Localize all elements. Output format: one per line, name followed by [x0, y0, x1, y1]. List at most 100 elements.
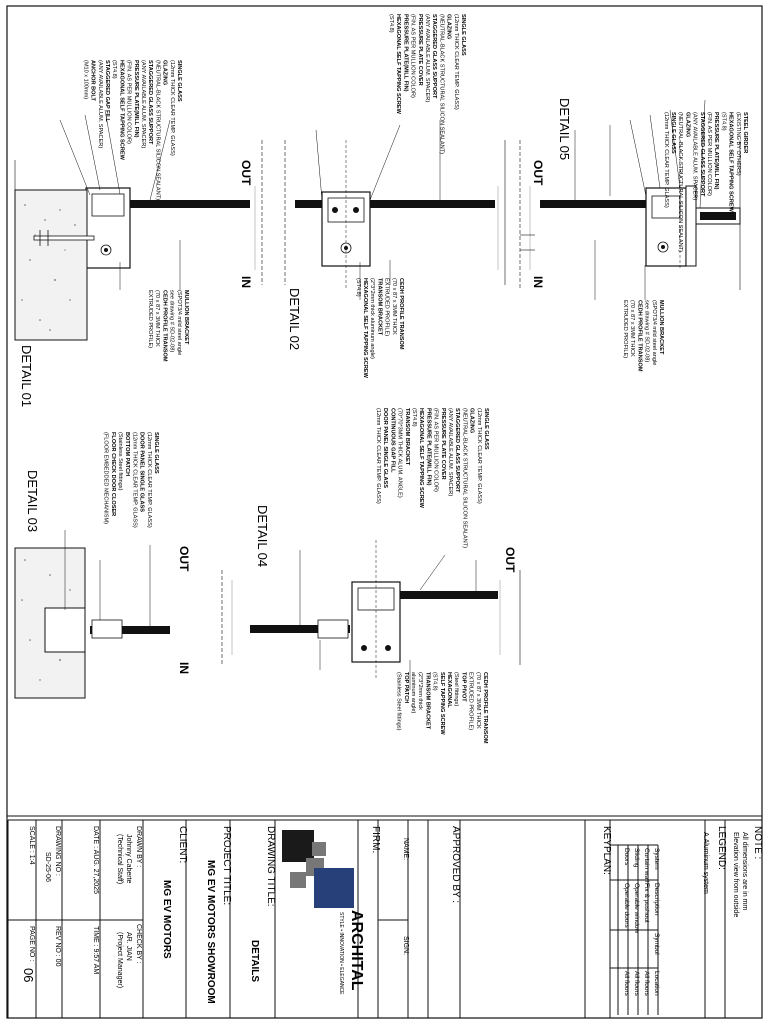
firm-tagline: STYLE • INNOVATION • ELEGANCE [338, 912, 344, 995]
rev-no: REV NO : 00 [54, 926, 61, 967]
detail-01-callouts-left: SINGLE GLASS(12mm THICK CLEAR TEMP. GLAS… [82, 60, 182, 200]
detail-01-callouts-right: MULLION BRACKET(SPOT3/4 mild steel angle… [147, 290, 189, 362]
callout-line: MULLION BRACKET [183, 290, 189, 345]
check-by: AR. JIAN [125, 932, 132, 961]
callout-line: (ST4.8) [355, 278, 361, 297]
keyplan-label: KEYPLAN: [601, 826, 612, 875]
callout-line: (2*3*2mm thick [417, 672, 423, 710]
callout-line: STEEL GIRDER [742, 112, 748, 153]
detail-04-callouts-right: CEDH PROFILE TRANSOM(70 x 87 x 3MM THICK… [396, 672, 488, 744]
callout-line: (EXISTING BY OTHERS) [735, 112, 741, 176]
callout-line: CONTINUOUS GAP FILL [389, 408, 395, 473]
callout-line: (ANY AVAILABLE ALUM. SPACER) [447, 408, 453, 496]
detail-04 [221, 540, 521, 690]
date-value: DATE : AUG. 27,2025 [92, 826, 99, 894]
in-label-04: IN [177, 662, 191, 674]
detail-05-label: DETAIL 05 [557, 98, 572, 160]
callout-line: (2*3*2mm thick aluminum angle) [369, 278, 375, 359]
callout-line: BOTTOM PATCH [124, 432, 130, 476]
callout-line: SINGLE GLASS [176, 60, 182, 102]
callout-line: (70 x 87 x 3MM THICK [154, 290, 160, 347]
legend-cell: Operable doors [623, 883, 630, 929]
time-value: TIME : 9:57 AM [92, 926, 99, 974]
callout-line: (ANY AVAILABLE ALUM. SPACER) [140, 60, 146, 148]
drawn-by: Johnny Caberte [125, 834, 132, 884]
detail-03-label: DETAIL 03 [25, 470, 40, 532]
callout-line: (12mm THICK CLEAR TEMP. GLASS) [131, 432, 137, 528]
callout-line: CEDH PROFILE TRANSOM [398, 278, 404, 350]
callout-line: (ST4.8) [111, 60, 117, 79]
project-title-label: PROJECT TITLE: [221, 826, 232, 905]
detail-05-callouts-left: STEEL GIRDER(EXISTING BY OTHERS)HEXAGONA… [663, 112, 748, 252]
firm-label: FIRM: [370, 826, 381, 853]
callout-line: SINGLE GLASS [460, 14, 466, 56]
callout-line: (70 x 87 x 3MM THICK [629, 300, 635, 357]
callout-line: (ST4.8) [432, 672, 438, 691]
detail-05-callouts-right: MULLION BRACKET(SPOT3/4 mild steel angle… [622, 300, 664, 372]
approved-by-label: APPROVED BY : [450, 826, 461, 903]
callout-line: (ST4.8) [720, 112, 726, 131]
callout-line: PRESSURE PLATE COVER [417, 14, 423, 86]
legend-cell: Curtain wall [643, 848, 650, 883]
legend-cell: Doors [623, 848, 630, 866]
drawing-no: SD-25-06 [44, 852, 51, 882]
callout-line: (FIN. AS PER MULLION COLOR) [126, 60, 132, 144]
legend-header: Symbol [653, 933, 660, 955]
callout-line: (FIN. AS PER MULLION COLOR) [410, 14, 416, 98]
client-name: MG EV MOTORS [161, 880, 172, 959]
callout-line: EXTRUDED PROFILE) [468, 672, 474, 730]
legend-header: Location [653, 971, 660, 996]
callout-line: (SPOT3/4 mild steel angle [651, 300, 657, 365]
callout-line: (M10 x 100mm) [82, 60, 88, 99]
callout-line: DOOR PANEL SINGLE GLASS [382, 408, 388, 488]
callout-line: (12mm THICK CLEAR TEMP. GLASS) [476, 408, 482, 504]
callout-line: TRANSOM BRACKET [404, 408, 410, 466]
callout-line: (12mm THICK CLEAR TEMP. GLASS) [663, 112, 669, 208]
drawing-title-label: DRAWING TITLE: [265, 826, 276, 907]
callout-line: (ST4.8) [388, 14, 394, 33]
callout-line: TRANSOM BRACKET [424, 672, 430, 730]
callout-line: (Stainless Steel fittings) [117, 432, 123, 491]
detail-04-callouts-left: SINGLE GLASS(12mm THICK CLEAR TEMP. GLAS… [375, 408, 489, 548]
callout-line: TRANSOM BRACKET [376, 278, 382, 336]
name-label: NAME: [402, 838, 409, 860]
callout-line: (12mm THICK CLEAR TEMP. GLASS) [146, 432, 152, 528]
legend-cell: Sliding [633, 848, 640, 868]
callout-line: CEDH PROFILE TRANSOM [161, 290, 167, 362]
callout-line: PRESSURE PLATE(MILL FIN) [713, 112, 719, 190]
callout-line: SELF TAPPING SCREW [439, 672, 445, 735]
detail-03-callouts-left: SINGLE GLASS(12mm THICK CLEAR TEMP. GLAS… [103, 432, 159, 528]
in-label-02: IN [239, 276, 253, 288]
detail-03 [14, 530, 170, 699]
callout-line: TOP PIVOT [460, 672, 466, 702]
callout-line: STAGGERED GLASS SUPPORT [699, 112, 705, 197]
callout-line: EXTRUDED PROFILE) [384, 278, 390, 336]
note-line: All dimensions are in mm [741, 832, 748, 910]
callout-line: HEXAGONAL SELF TAPPING SCREW [395, 14, 401, 115]
callout-line: (ANY AVAILABLE ALUM. SPACER) [692, 112, 698, 200]
drawing-no-label: DRAWING NO : [54, 826, 61, 876]
callout-line: PRESSURE PLATE(MILL FIN) [133, 60, 139, 138]
out-label-05: OUT [531, 160, 545, 186]
callout-line: (70*70*3MM THICK ALUM. ANGLE) [397, 408, 403, 498]
callout-line: HEXAGONAL SELF TAPPING SCREW [118, 60, 124, 161]
legend-cell: Operable window [633, 883, 640, 934]
legend-cell: All floors [643, 971, 650, 997]
callout-line: HEXAGONAL SELF TAPPING SCREW [728, 112, 734, 213]
callout-line: SINGLE GLASS [483, 408, 489, 450]
callout-line: (ANY AVAILABLE ALUM. SPACER) [424, 14, 430, 102]
client-label: CLIENT: [177, 826, 188, 863]
callout-line: PRESSURE PLATE COVER [440, 408, 446, 480]
in-label-05: IN [531, 276, 545, 288]
callout-line: aluminum angle) [410, 672, 416, 713]
drawing-title: DETAILS [249, 940, 260, 982]
callout-line: GLAZING [684, 112, 690, 137]
detail-01 [14, 109, 263, 341]
note-title: NOTE : [752, 826, 763, 859]
callout-line: SINGLE GLASS [153, 432, 159, 474]
callout-line: see drawing # SD-02-08) [169, 290, 175, 352]
check-by-role: (Project Manager) [116, 932, 123, 988]
scale-value: SCALE : 1:4 [28, 826, 35, 865]
project-title: MG EV MOTORS SHOWROOM [205, 860, 216, 1004]
